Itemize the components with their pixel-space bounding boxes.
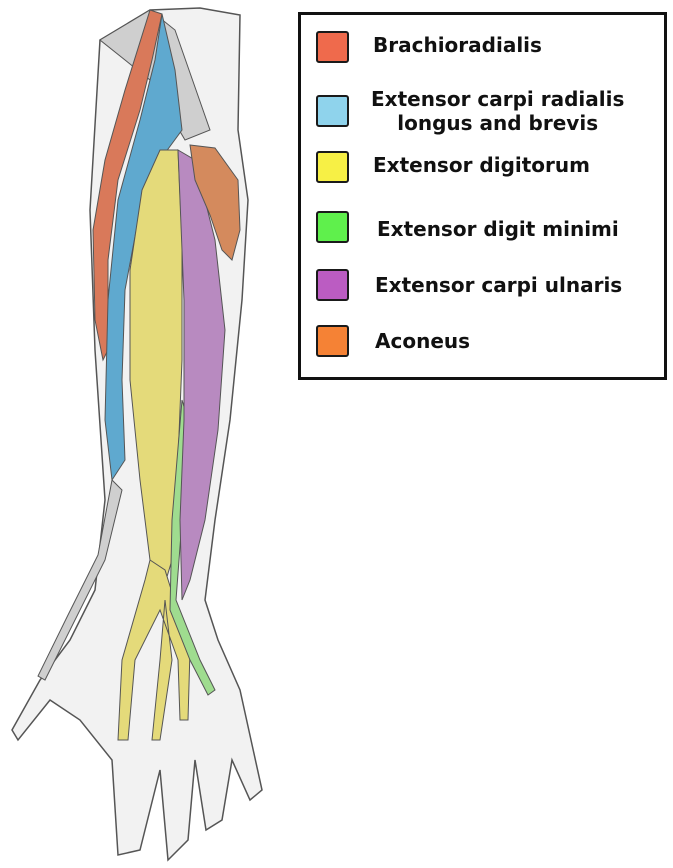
- legend-item: Extensor digitorum: [316, 151, 590, 183]
- aconeus-swatch: [316, 325, 349, 357]
- legend-label: Extensor carpi radialis longus and brevi…: [371, 87, 624, 135]
- legend-item: Brachioradialis: [316, 31, 542, 63]
- legend-label: Brachioradialis: [373, 33, 542, 57]
- legend-label: Extensor digitorum: [373, 153, 590, 177]
- legend-label: Extensor digit minimi: [377, 217, 619, 241]
- brachioradialis-swatch: [316, 31, 349, 63]
- extensor-digitorum-swatch: [316, 151, 349, 183]
- legend-box: Brachioradialis Extensor carpi radialis …: [298, 12, 667, 380]
- extensor-carpi-ulnaris-swatch: [316, 269, 349, 301]
- legend-item: Extensor digit minimi: [316, 211, 619, 243]
- legend-item: Aconeus: [316, 325, 470, 357]
- extensor-carpi-radialis-swatch: [316, 95, 349, 127]
- legend-item: Extensor carpi ulnaris: [316, 269, 622, 301]
- legend-label: Extensor carpi ulnaris: [375, 273, 622, 297]
- extensor-digiti-minimi-swatch: [316, 211, 349, 243]
- legend-label: Aconeus: [375, 329, 470, 353]
- legend-item: Extensor carpi radialis longus and brevi…: [316, 87, 624, 135]
- forearm-muscle-illustration: [0, 0, 300, 868]
